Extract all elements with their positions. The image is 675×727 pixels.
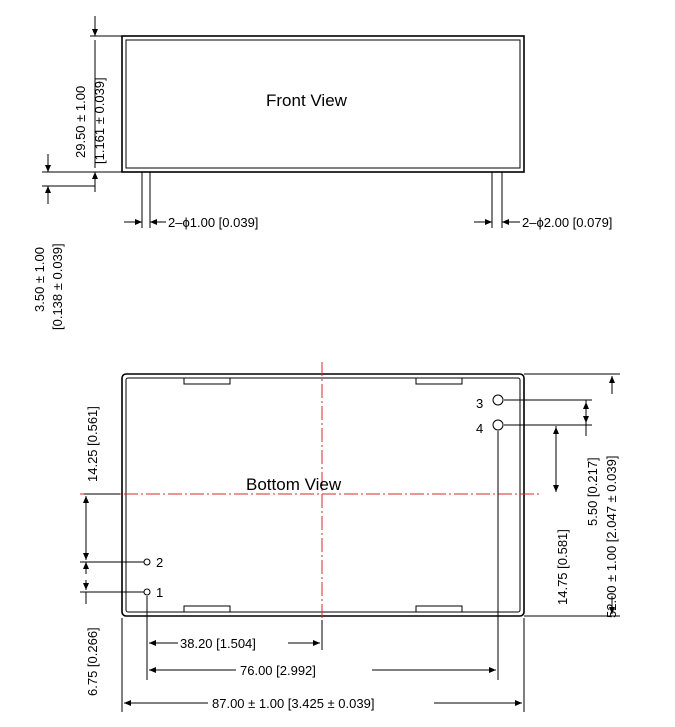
dim-height-label-inch: [1.161 ± 0.039] bbox=[92, 77, 107, 164]
dim-6-75-label: 6.75 [0.266] bbox=[85, 627, 100, 696]
dim-76-00: 76.00 [2.992] bbox=[149, 431, 499, 680]
notch-bottom-left bbox=[183, 605, 231, 612]
dim-14-25-label: 14.25 [0.561] bbox=[85, 406, 100, 482]
bottom-view: Bottom View 1 2 3 4 14.25 [0.561] bbox=[80, 362, 620, 712]
notch-bottom-right bbox=[415, 605, 463, 612]
pin-4: 4 bbox=[476, 419, 504, 436]
pin-2-label: 2 bbox=[156, 555, 163, 570]
dim-6-75: 6.75 [0.266] bbox=[80, 562, 144, 696]
pin-2: 2 bbox=[143, 555, 163, 570]
front-view-pin-large bbox=[491, 172, 503, 228]
dim-52-00: 52.00 ± 1.00 [2.047 ± 0.039] bbox=[524, 373, 620, 618]
dim-14-75-label: 14.75 [0.581] bbox=[555, 529, 570, 605]
dim-pin-large-label: 2–ϕ2.00 [0.079] bbox=[522, 215, 612, 230]
dim-height: 29.50 ± 1.00 [1.161 ± 0.039] bbox=[73, 16, 122, 192]
dim-pin-length-label-inch: [0.138 ± 0.039] bbox=[50, 243, 65, 330]
front-view-body bbox=[121, 35, 525, 173]
dim-pin-large: 2–ϕ2.00 [0.079] bbox=[474, 215, 612, 230]
bottom-view-body bbox=[121, 373, 525, 617]
dim-height-label: 29.50 ± 1.00 bbox=[73, 86, 88, 158]
pin-4-label: 4 bbox=[476, 421, 483, 436]
dim-pin-small-label: 2–ϕ1.00 [0.039] bbox=[168, 215, 258, 230]
dim-5-50-label: 5.50 [0.217] bbox=[585, 457, 600, 526]
dim-5-50: 5.50 [0.217] bbox=[504, 399, 600, 526]
dim-pin-length: 3.50 ± 1.00 [0.138 ± 0.039] bbox=[32, 154, 95, 330]
front-view-pin-small bbox=[141, 172, 151, 228]
front-view-title: Front View bbox=[266, 91, 348, 110]
dim-76-00-label: 76.00 [2.992] bbox=[240, 663, 316, 678]
front-view: Front View 29.50 ± 1.00 [1.161 ± 0.039] … bbox=[32, 16, 612, 330]
pin-3-label: 3 bbox=[476, 396, 483, 411]
dim-pin-length-label: 3.50 ± 1.00 bbox=[32, 247, 47, 312]
dim-87-00-label: 87.00 ± 1.00 [3.425 ± 0.039] bbox=[212, 696, 374, 711]
dim-38-20: 38.20 [1.504] bbox=[146, 596, 323, 680]
dim-52-00-label: 52.00 ± 1.00 [2.047 ± 0.039] bbox=[604, 456, 619, 618]
pin-1-label: 1 bbox=[156, 585, 163, 600]
front-view-body-inner bbox=[125, 39, 521, 169]
dim-87-00: 87.00 ± 1.00 [3.425 ± 0.039] bbox=[121, 618, 525, 712]
dim-pin-small: 2–ϕ1.00 [0.039] bbox=[124, 215, 258, 230]
dim-14-25: 14.25 [0.561] bbox=[80, 406, 144, 563]
notch-top-left bbox=[183, 378, 231, 385]
dim-14-75: 14.75 [0.581] bbox=[553, 426, 570, 605]
notch-top-right bbox=[415, 378, 463, 385]
dim-38-20-label: 38.20 [1.504] bbox=[180, 636, 256, 651]
pin-3: 3 bbox=[476, 394, 504, 411]
bottom-view-body-inner bbox=[125, 377, 521, 613]
bottom-view-title: Bottom View bbox=[246, 475, 342, 494]
